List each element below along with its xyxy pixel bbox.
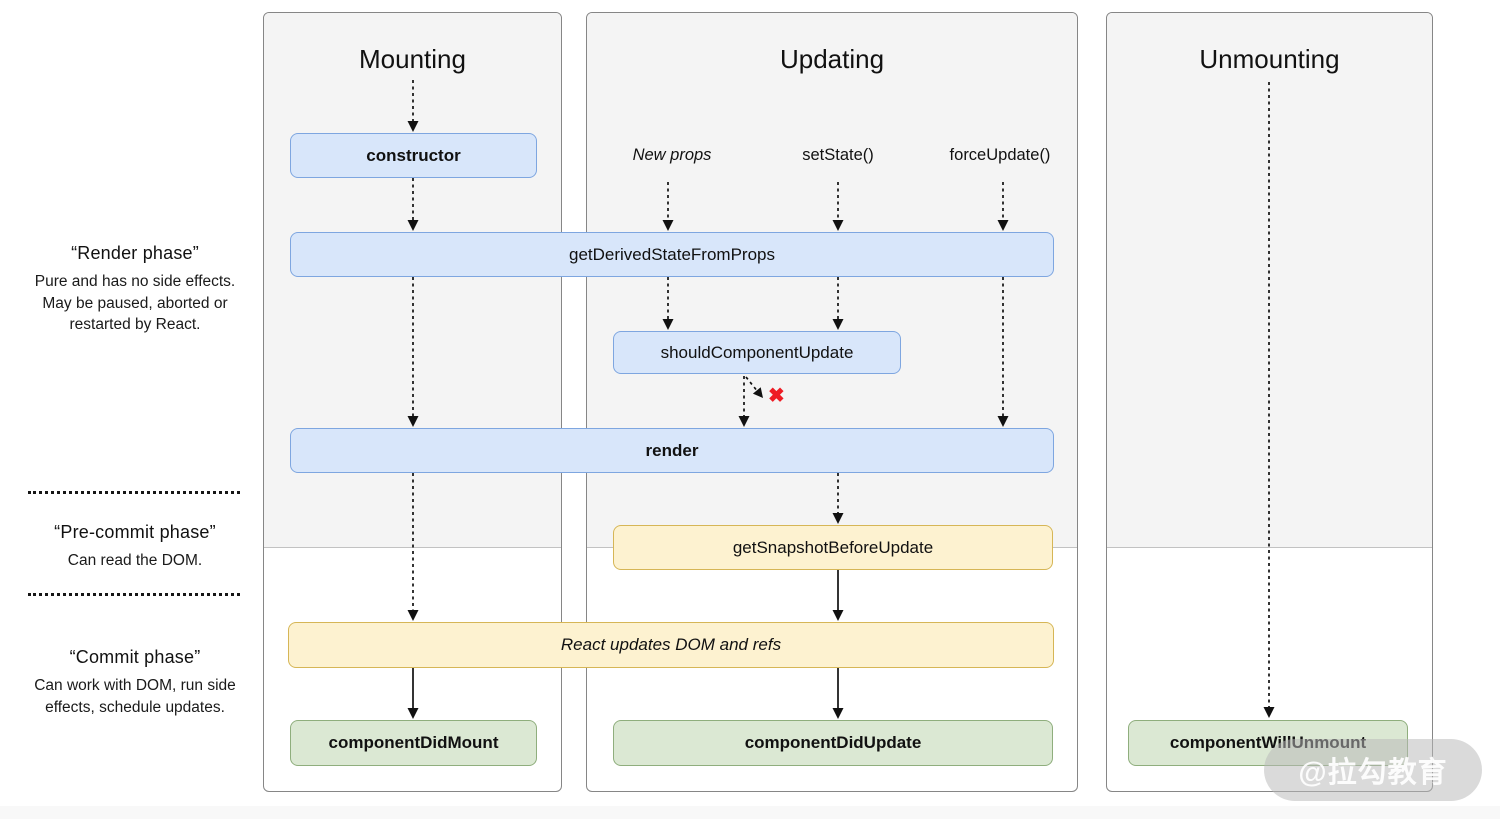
column-title-mounting: Mounting	[359, 44, 466, 74]
phase-title-commit: “Commit phase”	[69, 647, 201, 667]
phase-title-render: “Render phase”	[71, 243, 199, 263]
phase-label-render: “Render phase” Pure and has no side effe…	[25, 243, 245, 336]
phase-label-precommit: “Pre-commit phase” Can read the DOM.	[25, 522, 245, 572]
column-updating: Updating	[586, 12, 1078, 792]
phase-label-commit: “Commit phase” Can work with DOM, run si…	[25, 647, 245, 718]
phase-desc-commit: Can work with DOM, run side effects, sch…	[34, 677, 236, 716]
phase-title-precommit: “Pre-commit phase”	[54, 522, 216, 542]
abort-x-icon: ✖	[768, 385, 785, 407]
node-shouldcomponentupdate: shouldComponentUpdate	[613, 331, 901, 374]
column-mounting: Mounting	[263, 12, 562, 792]
node-componentdidupdate: componentDidUpdate	[613, 720, 1053, 766]
watermark-text: @拉勾教育	[1298, 757, 1448, 789]
node-render: render	[290, 428, 1054, 473]
phase-desc-render: Pure and has no side effects. May be pau…	[34, 273, 236, 333]
trigger-new-props: New props	[632, 146, 712, 164]
watermark-badge: @拉勾教育	[1264, 739, 1482, 801]
bottom-strip	[0, 806, 1500, 819]
phase-divider-bottom	[28, 593, 240, 596]
node-react-updates-dom: React updates DOM and refs	[288, 622, 1054, 668]
column-title-updating: Updating	[779, 44, 885, 74]
node-constructor: constructor	[290, 133, 537, 178]
render-phase-background	[1107, 13, 1432, 548]
phase-divider-top	[28, 491, 240, 494]
node-componentdidmount: componentDidMount	[290, 720, 537, 766]
column-unmounting: Unmounting	[1106, 12, 1433, 792]
phase-desc-precommit: Can read the DOM.	[67, 552, 203, 569]
trigger-set-state: setState()	[802, 146, 874, 164]
column-title-unmounting: Unmounting	[1199, 44, 1340, 74]
trigger-force-update: forceUpdate()	[949, 146, 1051, 164]
node-getderivedstatefromprops: getDerivedStateFromProps	[290, 232, 1054, 277]
node-getsnapshotbeforeupdate: getSnapshotBeforeUpdate	[613, 525, 1053, 570]
